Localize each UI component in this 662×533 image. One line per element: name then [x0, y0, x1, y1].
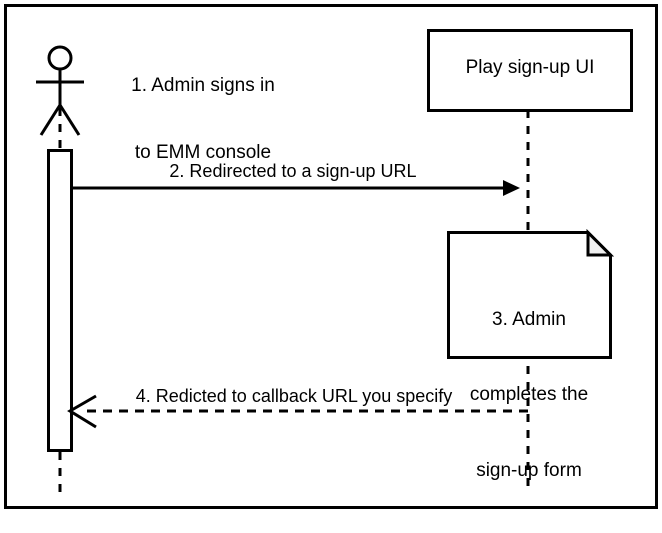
message-4-arrowhead [67, 394, 97, 429]
message-4-label: 4. Redicted to callback URL you specify [135, 386, 453, 406]
sequence-diagram-canvas: 1. Admin signs in to EMM console Play si… [4, 4, 658, 509]
actor-stick-figure-icon [36, 45, 84, 136]
note-folded-corner [586, 228, 615, 257]
actor-caption-admin-signin: 1. Admin signs in to EMM console [98, 30, 308, 209]
actor-caption-line-1: 1. Admin signs in [131, 74, 275, 96]
note-text-line-1: 3. Admin [492, 309, 566, 331]
note-text-line-3: sign-up form [476, 459, 582, 481]
diagram-vector-layer [4, 4, 658, 509]
lifeline-box-play-signup-ui [427, 29, 633, 112]
note-text-block: 3. Admin completes the sign-up form [448, 257, 610, 533]
note-text-line-2: completes the [469, 384, 589, 406]
note-body [447, 231, 612, 359]
message-2-label: 2. Redirected to a sign-up URL [169, 161, 417, 181]
lifeline-box-label-play-signup-ui: Play sign-up UI [465, 57, 595, 78]
message-2-arrowhead [503, 180, 520, 196]
actor-caption-line-2: to EMM console [134, 142, 272, 164]
admin-activation-bar [47, 149, 73, 452]
